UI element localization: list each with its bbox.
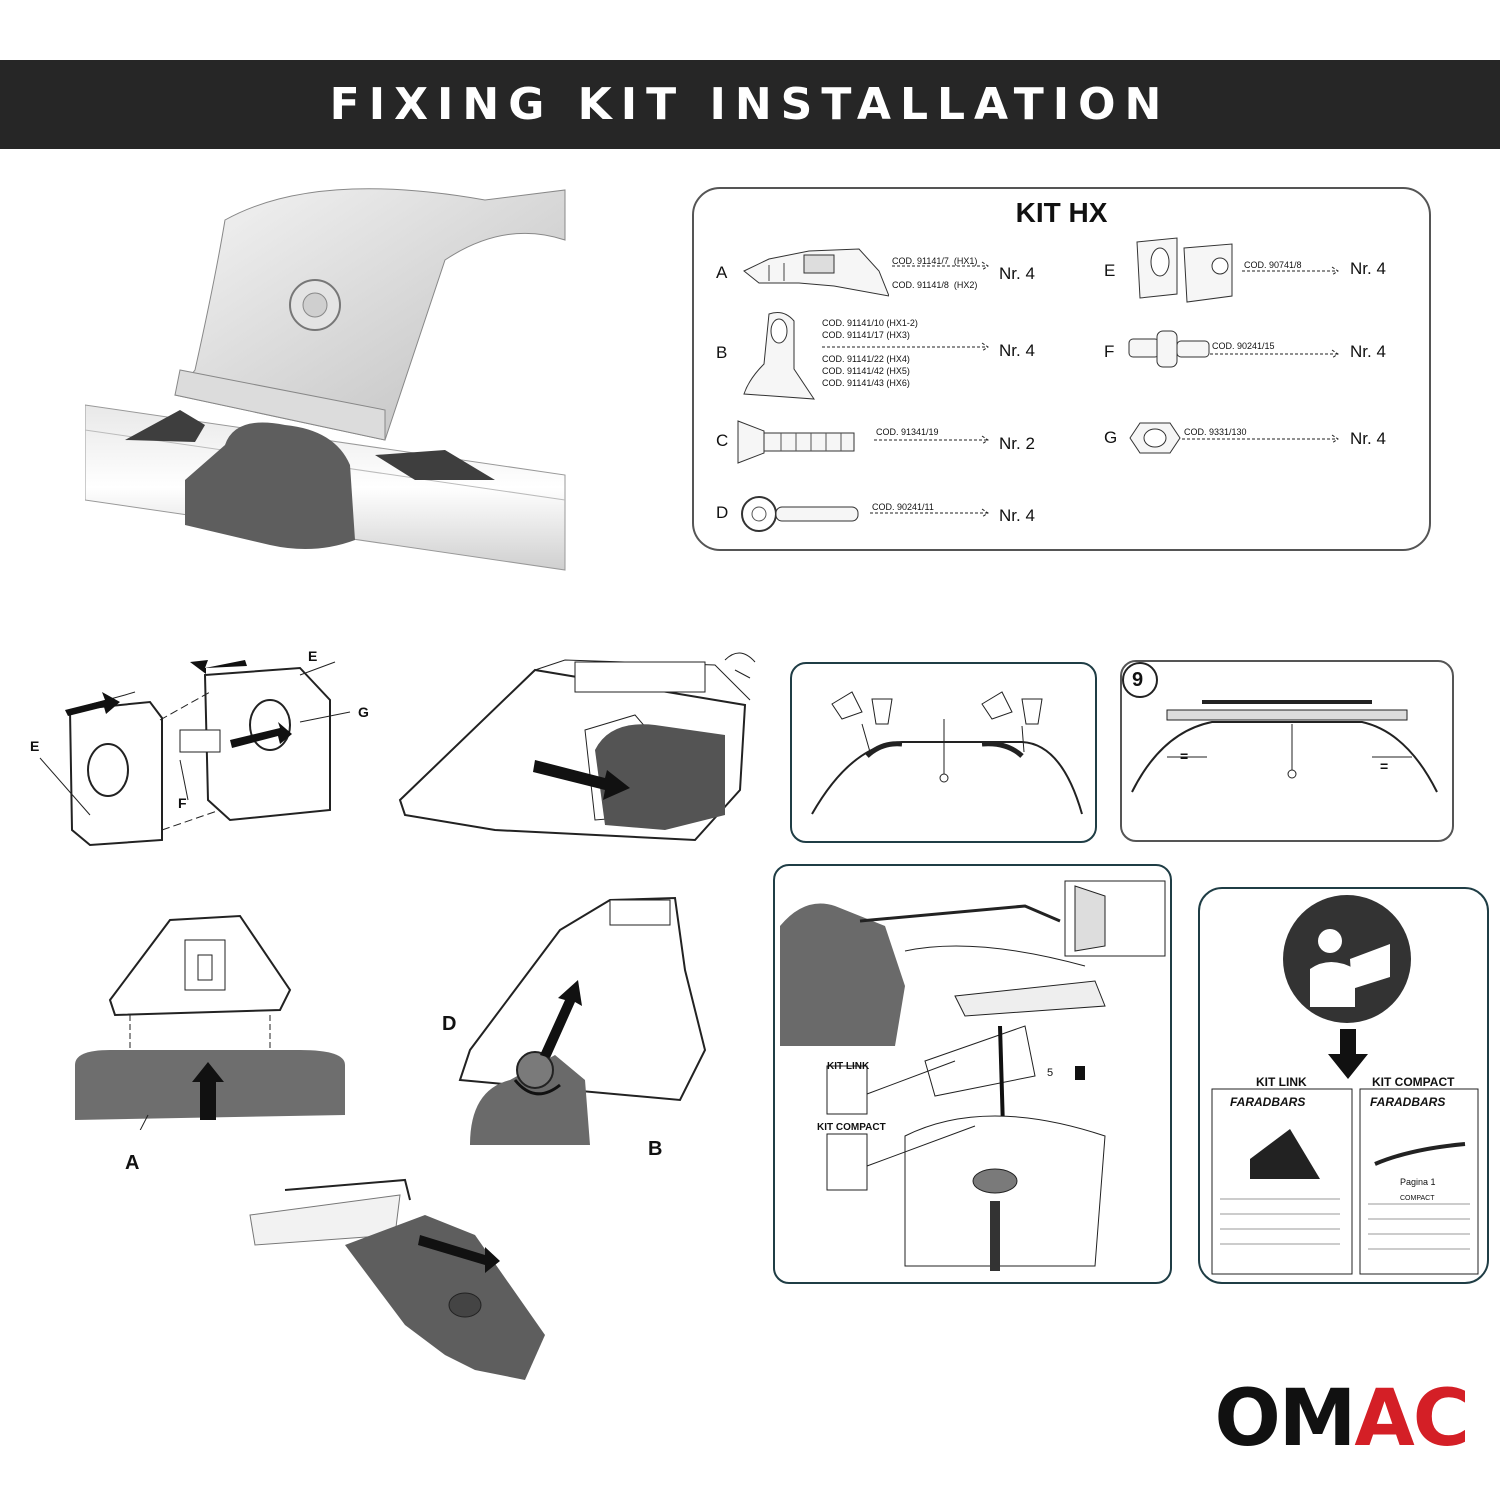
part-g-icon [1129, 422, 1181, 454]
part-c-icon [737, 420, 855, 464]
part-a-icon [743, 248, 889, 297]
bar-position-diagram [1122, 662, 1438, 793]
label-b: B [648, 1138, 663, 1160]
part-b-codes: COD. 91141/10 (HX1-2) COD. 91141/17 (HX3… [822, 318, 918, 388]
equal-left: = [1180, 748, 1189, 764]
part-c-arrow [874, 435, 989, 445]
manual-compact-caption: COMPACT [1400, 1195, 1435, 1202]
part-b-arrow [822, 342, 989, 352]
part-c-qty: Nr. 2 [999, 434, 1035, 453]
part-g-qty: Nr. 4 [1350, 429, 1386, 448]
part-d-icon [741, 496, 859, 532]
part-e-icon [1136, 237, 1233, 303]
step-slide-on-bar-diagram [249, 1178, 545, 1380]
part-b-qty: Nr. 4 [999, 341, 1035, 360]
part-e-qty: Nr. 4 [1350, 259, 1386, 278]
part-letter-e: E [1104, 261, 1116, 280]
step-insert-block-diagram [398, 652, 756, 842]
torque-value: 5 [1047, 1067, 1054, 1079]
step-e-blocks-diagram [39, 660, 351, 847]
manual-brand-left: FARADBARS [1230, 1095, 1306, 1109]
label-a: A [125, 1152, 140, 1174]
equal-right: = [1380, 758, 1389, 774]
label-e-top: E [308, 648, 318, 664]
step-bolt-clamp-diagram [458, 896, 707, 1145]
step-number: 9 [1132, 669, 1144, 691]
rack-foot-illustration [85, 188, 566, 571]
kit-hx-panel: KIT HX A COD. 91141/7 (HX1) COD. 91141/8… [692, 187, 1431, 551]
part-b-icon [743, 312, 815, 400]
part-letter-d: D [716, 503, 729, 522]
read-manual-diagram [1211, 895, 1479, 1275]
page-title: FIXING KIT INSTALLATION [329, 79, 1171, 130]
label-d: D [442, 1013, 457, 1035]
read-manual-panel: KIT LINK KIT COMPACT FARADBARS FARADBARS… [1198, 887, 1489, 1284]
manual-kit-link-label: KIT LINK [1256, 1075, 1307, 1089]
part-a-arrow [892, 261, 989, 271]
header-banner: FIXING KIT INSTALLATION [0, 60, 1500, 149]
part-e-codes: COD. 90741/8 [1244, 260, 1302, 270]
kit-link-label: KIT LINK [827, 1061, 870, 1072]
part-a-codes: COD. 91141/7 (HX1) COD. 91141/8 (HX2) [892, 256, 978, 290]
part-g-codes: COD. 9331/130 [1184, 427, 1247, 437]
part-f-icon [1128, 330, 1210, 368]
omac-logo: OMAC [1214, 1374, 1470, 1464]
part-f-arrow [1210, 349, 1339, 359]
part-c-codes: COD. 91341/19 [876, 427, 939, 437]
part-d-qty: Nr. 4 [999, 506, 1035, 525]
part-a-qty: Nr. 4 [999, 264, 1035, 283]
tighten-diagram [780, 880, 1166, 1271]
part-d-codes: COD. 90241/11 [872, 502, 934, 512]
label-e-left: E [30, 738, 40, 754]
part-f-qty: Nr. 4 [1350, 342, 1386, 361]
manual-page-label: Pagina 1 [1400, 1177, 1436, 1187]
part-letter-g: G [1104, 428, 1118, 447]
step-clean-roof-panel [790, 662, 1097, 843]
part-g-arrow [1182, 434, 1339, 444]
part-letter-f: F [1104, 342, 1115, 361]
part-f-codes: COD. 90241/15 [1212, 341, 1275, 351]
part-d-arrow [870, 508, 989, 518]
part-letter-a: A [716, 263, 728, 282]
label-g: G [358, 704, 369, 720]
step-tighten-panel: KIT LINK KIT COMPACT 5 [773, 864, 1172, 1284]
label-f: F [178, 795, 187, 811]
manual-kit-compact-label: KIT COMPACT [1372, 1075, 1455, 1089]
clean-roof-diagram [811, 691, 1083, 815]
kit-compact-label: KIT COMPACT [817, 1122, 886, 1133]
step-attach-a-diagram [75, 914, 345, 1130]
kit-title: KIT HX [1015, 197, 1108, 228]
step-9-panel: 9 = = [1120, 660, 1454, 842]
part-letter-c: C [716, 431, 729, 450]
part-letter-b: B [716, 343, 728, 362]
part-e-arrow [1242, 266, 1339, 276]
manual-brand-right: FARADBARS [1370, 1095, 1446, 1109]
